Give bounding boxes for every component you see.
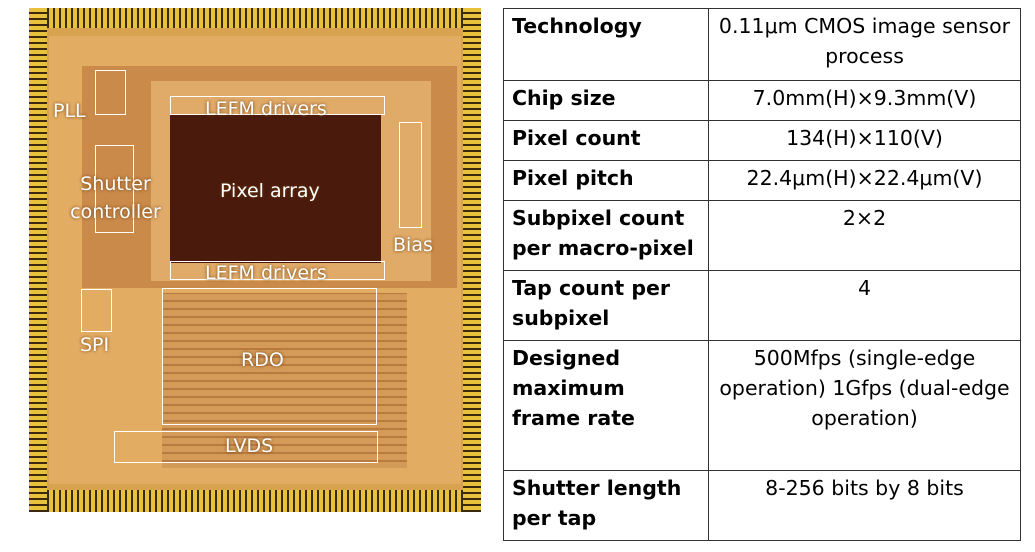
rdo-box xyxy=(162,288,377,425)
spi-label: SPI xyxy=(80,334,110,356)
spec-value: 22.4μm(H)×22.4μm(V) xyxy=(708,160,1021,201)
spi-box xyxy=(81,289,112,332)
spec-key: Shutter length per tap xyxy=(503,470,709,541)
spec-value: 4 xyxy=(708,270,1021,341)
pixel-array-area xyxy=(170,115,381,263)
lefm-bottom-box xyxy=(170,261,385,280)
bias-box xyxy=(399,122,422,228)
spec-key: Pixel count xyxy=(503,120,709,161)
pixel-array-label: Pixel array xyxy=(220,180,320,202)
lvds-label: LVDS xyxy=(225,435,274,457)
spec-value: 0.11μm CMOS image sensor process xyxy=(708,8,1021,81)
chip-micrograph xyxy=(29,8,481,512)
spec-value: 2×2 xyxy=(708,200,1021,271)
pll-box xyxy=(95,70,126,115)
lefm-top-box xyxy=(170,96,385,115)
pll-label: PLL xyxy=(53,100,86,122)
shutter-controller-box xyxy=(95,145,134,233)
rdo-label: RDO xyxy=(241,349,284,371)
spec-value: 8-256 bits by 8 bits xyxy=(708,470,1021,541)
spec-value: 500Mfps (single-edge operation) 1Gfps (d… xyxy=(708,340,1021,471)
lefm-bottom-label: LEFM drivers xyxy=(205,262,327,284)
spec-key: Pixel pitch xyxy=(503,160,709,201)
spec-key: Technology xyxy=(503,8,709,81)
lefm-top-label: LEFM drivers xyxy=(205,98,327,120)
left-bond-pads xyxy=(29,8,47,512)
bias-label: Bias xyxy=(393,234,433,256)
spec-value: 134(H)×110(V) xyxy=(708,120,1021,161)
spec-key: Tap count per subpixel xyxy=(503,270,709,341)
right-bond-pads xyxy=(463,8,481,512)
spec-key: Designed maximum frame rate xyxy=(503,340,709,471)
top-bond-pads xyxy=(29,8,481,28)
rdo-area xyxy=(162,293,407,468)
lvds-box xyxy=(114,431,378,463)
spec-key: Subpixel count per macro-pixel xyxy=(503,200,709,271)
bottom-bond-pads xyxy=(29,490,481,512)
shutter-label: Shutter controller xyxy=(70,173,161,223)
spec-value: 7.0mm(H)×9.3mm(V) xyxy=(708,80,1021,121)
spec-key: Chip size xyxy=(503,80,709,121)
